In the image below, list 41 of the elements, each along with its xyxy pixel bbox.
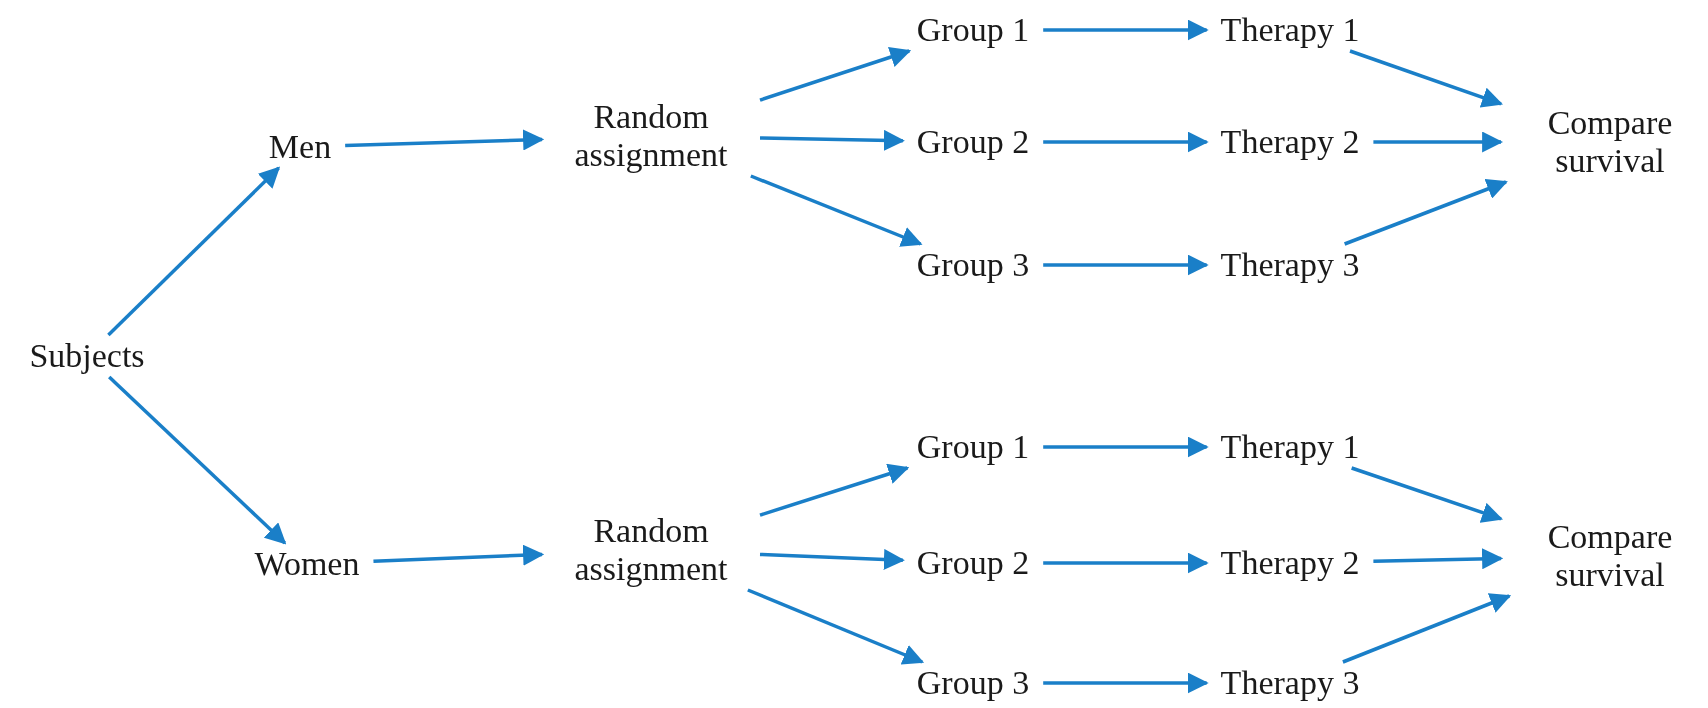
arrow [1043, 436, 1209, 458]
arrow [759, 129, 905, 151]
arrow [1373, 131, 1504, 153]
node-label: Group 1 [916, 11, 1030, 49]
node-label: Group 2 [916, 123, 1030, 161]
arrow [759, 463, 910, 517]
arrow [1043, 19, 1209, 41]
arrow [1351, 466, 1503, 523]
arrow [1373, 548, 1504, 570]
arrow [373, 544, 545, 566]
arrow [1349, 49, 1503, 108]
node-label: Therapy 2 [1220, 544, 1360, 582]
arrow [1043, 254, 1209, 276]
arrow [759, 46, 912, 102]
node-label: Compare survival [1546, 104, 1674, 180]
arrow [747, 588, 925, 665]
node-label: Therapy 1 [1220, 428, 1360, 466]
node-label: Compare survival [1546, 518, 1674, 594]
arrow [750, 174, 923, 247]
arrow [1043, 552, 1209, 574]
node-label: Group 3 [916, 664, 1030, 702]
arrow [1043, 672, 1209, 694]
node-label: Women [254, 545, 360, 583]
arrow [1344, 179, 1508, 246]
node-label: Random assignment [573, 512, 729, 588]
node-label: Group 3 [916, 246, 1030, 284]
arrow [1342, 593, 1512, 664]
arrow [1043, 131, 1209, 153]
node-label: Group 2 [916, 544, 1030, 582]
arrow [345, 129, 545, 151]
arrow [107, 166, 281, 337]
node-label: Therapy 3 [1220, 246, 1360, 284]
node-label: Men [268, 128, 332, 166]
node-label: Subjects [29, 337, 145, 375]
node-label: Therapy 1 [1220, 11, 1360, 49]
node-label: Random assignment [573, 98, 729, 174]
node-label: Group 1 [916, 428, 1030, 466]
arrow [759, 548, 905, 570]
node-label: Therapy 3 [1220, 664, 1360, 702]
node-label: Therapy 2 [1220, 123, 1360, 161]
arrow [108, 375, 287, 545]
